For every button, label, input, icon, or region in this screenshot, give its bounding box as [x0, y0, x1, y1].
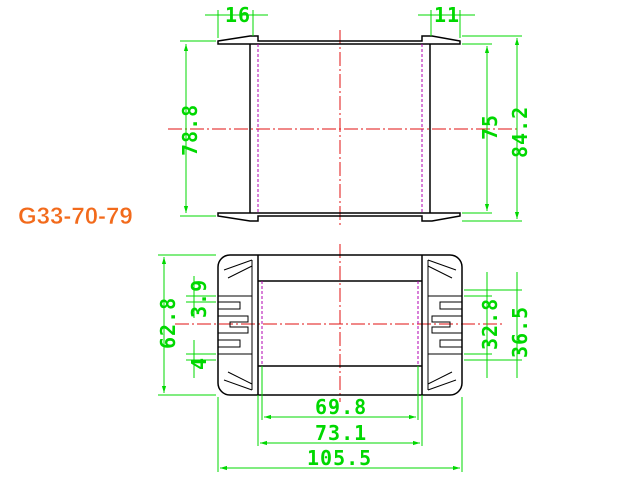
part-number-label: G33-70-79	[18, 203, 133, 230]
bottom-view: 62.8 3.9 4 32.8 36.5 69.8 73.1	[156, 244, 532, 472]
bottom-flange-outline	[217, 254, 463, 396]
top-view: 16 11 78.8 75 84.2	[168, 3, 532, 228]
dim-label-78-8: 78.8	[178, 104, 202, 156]
chamfer-top-right-2	[427, 265, 453, 279]
chamfer-bottom-left	[223, 379, 253, 391]
dim-label-105-5: 105.5	[307, 446, 372, 470]
dim-label-62-8: 62.8	[156, 297, 180, 349]
left-slot-comb	[218, 295, 252, 355]
dim-label-36-5: 36.5	[508, 306, 532, 358]
dim-label-75: 75	[478, 114, 502, 140]
bottom-flange	[217, 212, 461, 222]
dim-label-3-9: 3.9	[187, 279, 211, 318]
chamfer-bottom-right-2	[427, 371, 453, 385]
chamfer-top-left	[223, 259, 253, 271]
dim-label-16: 16	[225, 3, 251, 27]
dim-label-4: 4	[187, 357, 211, 370]
dim-label-32-8: 32.8	[478, 298, 502, 350]
right-slot-comb	[428, 295, 462, 355]
chamfer-bottom-left-2	[227, 371, 253, 385]
chamfer-bottom-right	[427, 379, 457, 391]
chamfer-top-left-2	[227, 265, 253, 279]
top-flange	[217, 35, 461, 45]
dim-label-11: 11	[434, 3, 460, 27]
chamfer-top-right	[427, 259, 457, 271]
dim-label-73-1: 73.1	[315, 421, 367, 445]
dim-label-69-8: 69.8	[315, 395, 367, 419]
dim-label-84-2: 84.2	[508, 106, 532, 158]
